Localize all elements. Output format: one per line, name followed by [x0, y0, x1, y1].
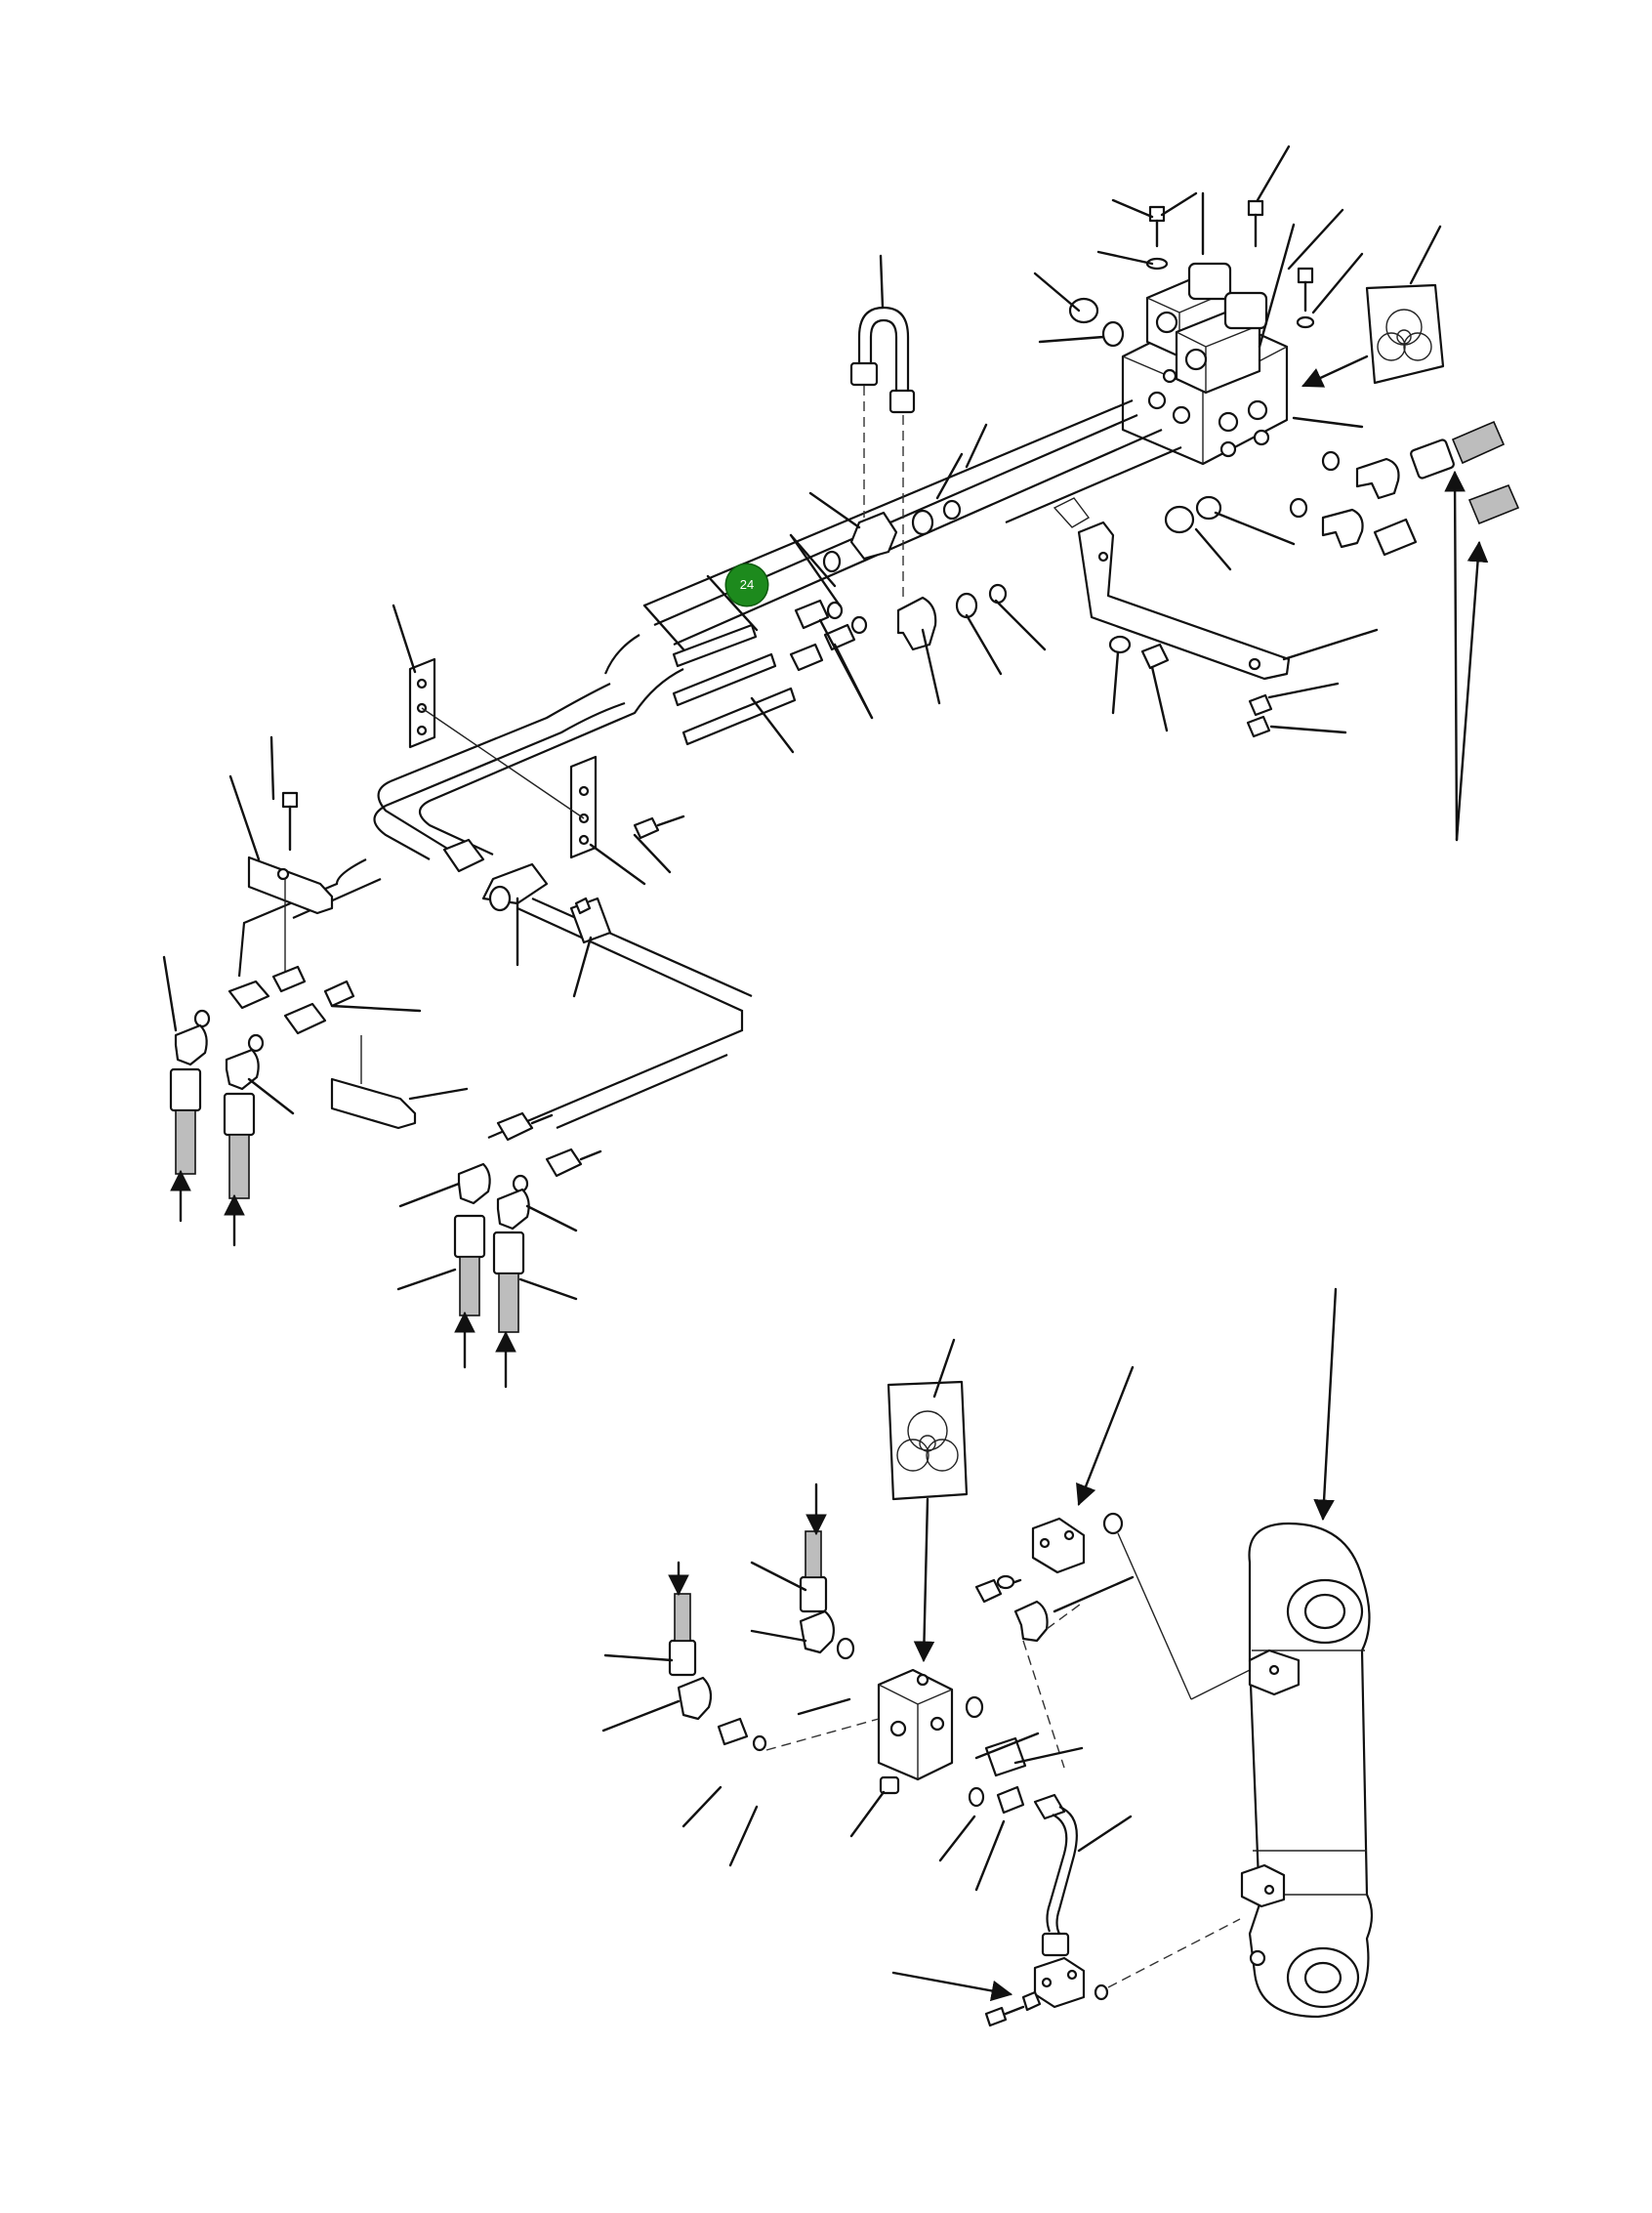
fittings-lower-assembly — [668, 1530, 1027, 1815]
u-tube — [849, 306, 916, 601]
hydraulic-cylinder — [1240, 1522, 1374, 2019]
tube-clamp-lower — [330, 1035, 417, 1130]
flange-fitting-lower — [984, 1918, 1241, 2027]
elbow-hose-lower-1 — [453, 1111, 554, 1316]
tube-clamp-right — [421, 707, 685, 859]
elbow-hose-left-1 — [169, 1009, 211, 1175]
hydraulic-tubes-upper — [237, 398, 1182, 1140]
warning-decal-top — [1365, 283, 1445, 385]
tube-clamp-left-mid — [247, 791, 334, 977]
tee-fitting-left — [442, 838, 612, 944]
bent-tube-lower — [1033, 1793, 1078, 1957]
tee-fitting-upper — [822, 499, 962, 573]
callout-badge[interactable]: 24 — [726, 564, 767, 605]
tube-clamp-left-top — [408, 657, 436, 749]
cap-screws-top — [1068, 199, 1315, 348]
elbow-fitting-center — [896, 583, 1008, 651]
elbow-hose-left-2 — [223, 1033, 265, 1199]
flange-fitting-upper — [974, 1512, 1260, 1769]
hose-assembly-right — [1289, 420, 1520, 557]
mounting-bracket — [1053, 497, 1291, 681]
leader-lines — [162, 145, 1489, 2002]
tube-segments-center — [672, 623, 797, 746]
warning-decal-lower — [887, 1380, 969, 1663]
solenoid-valve-2 — [1175, 291, 1268, 395]
fittings-lower-left — [227, 965, 355, 1035]
valve-block-lower — [877, 1668, 954, 1795]
elbow-hose-lower-2 — [492, 1148, 602, 1333]
